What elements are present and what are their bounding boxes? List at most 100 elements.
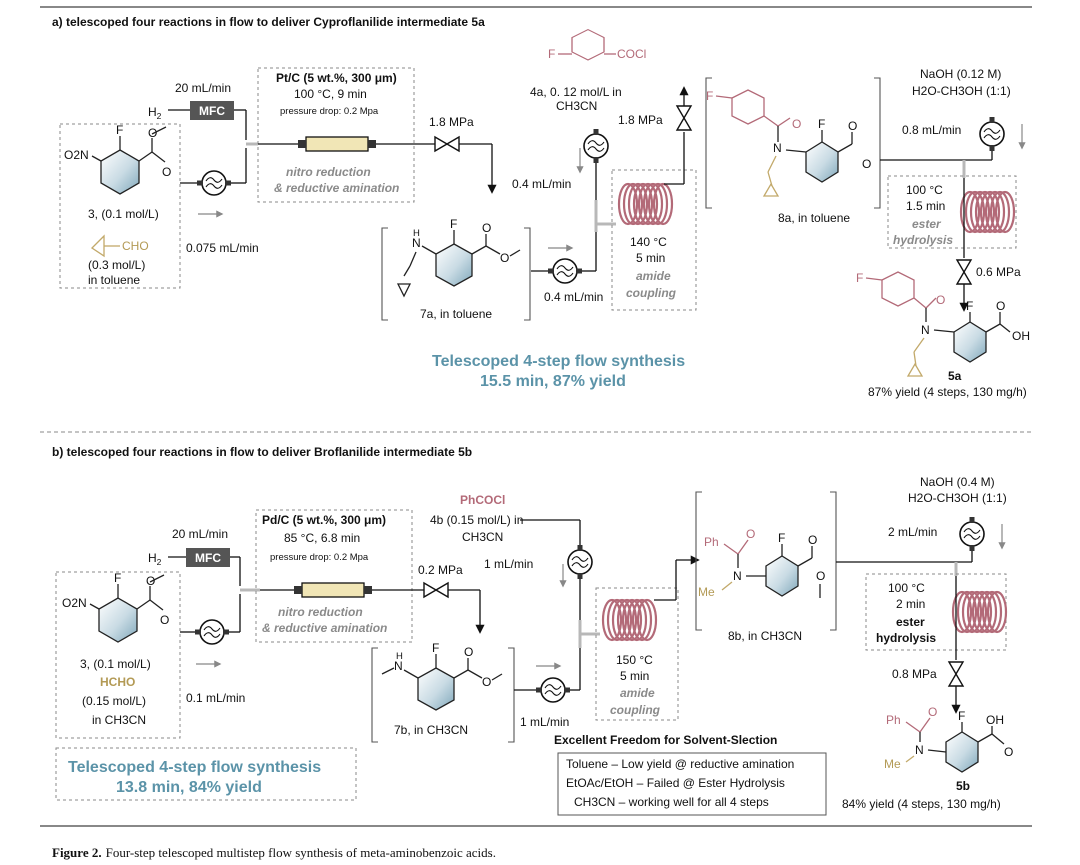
panel-a-aldehyde: CHO xyxy=(122,239,149,253)
pump-4b-flow: 2 mL/min xyxy=(888,525,937,539)
intermediate-7a: 7a, in toluene xyxy=(420,307,492,321)
atom-f: F xyxy=(432,641,439,655)
panel-b-sm-label: 3, (0.1 mol/L) xyxy=(80,657,151,671)
atom-no2: O2N xyxy=(64,148,89,162)
coil-temp: 140 °C xyxy=(630,235,667,249)
summary-a-line-1: Telescoped 4-step flow synthesis xyxy=(432,353,685,370)
summary-b-box xyxy=(55,747,357,801)
pump-2b[interactable] xyxy=(535,677,571,703)
hyd-label-1b: ester xyxy=(896,615,925,629)
product-5a-yield: 87% yield (4 steps, 130 mg/h) xyxy=(868,385,1027,399)
mfc-label: MFC xyxy=(195,551,221,565)
atom-n: N xyxy=(394,659,403,673)
pump-3-flow: 0.4 mL/min xyxy=(512,177,571,191)
packed-bed-reactor xyxy=(297,136,377,152)
atom-o: O xyxy=(862,157,871,171)
atom-ph: Ph xyxy=(886,713,901,727)
amide-coil-reactor xyxy=(617,182,674,226)
atom-o: O xyxy=(792,117,801,131)
atom-o: O xyxy=(500,251,509,265)
panel-b-aldehyde-conc: (0.15 mol/L) xyxy=(82,694,146,708)
naoh: NaOH (0.12 M) xyxy=(920,67,1001,81)
panel-a-sm-label: 3, (0.1 mol/L) xyxy=(88,207,159,221)
bpr-3-label: 0.6 MPa xyxy=(976,265,1021,279)
pump-3b[interactable] xyxy=(567,544,593,580)
atom-ph: Ph xyxy=(704,535,719,549)
atom-f: F xyxy=(548,47,555,61)
hydrolysis-coil-reactor xyxy=(959,190,1016,234)
atom-o: O xyxy=(848,119,857,133)
panel-b-aldehyde: HCHO xyxy=(100,675,135,689)
h2-flow: 20 mL/min xyxy=(175,81,231,95)
summary-a-line-2: 15.5 min, 87% yield xyxy=(480,373,626,390)
mfc-label: MFC xyxy=(199,104,225,118)
panel-b-title: b) telescoped four reactions in flow to … xyxy=(52,445,472,459)
catalyst: Pt/C (5 wt.%, 300 μm) xyxy=(276,71,397,85)
atom-f: F xyxy=(114,571,121,585)
atom-o: O xyxy=(808,533,817,547)
pump-4[interactable] xyxy=(979,116,1005,152)
intermediate-8b: 8b, in CH3CN xyxy=(728,629,802,643)
pump-3[interactable] xyxy=(583,128,609,164)
panel-a-aldehyde-conc: (0.3 mol/L) xyxy=(88,258,145,272)
atom-oh: OH xyxy=(986,713,1004,727)
bpr-3[interactable] xyxy=(956,259,972,285)
pump-2b-flow: 1 mL/min xyxy=(520,715,569,729)
cyclopropyl-aldehyde-icon xyxy=(90,234,120,258)
panel-b: b) telescoped four reactions in flow to … xyxy=(52,445,1013,816)
pump-4b[interactable] xyxy=(959,516,985,552)
atom-no2: O2N xyxy=(62,596,87,610)
bpr-1b-label: 0.2 MPa xyxy=(418,563,463,577)
conditions-b: 85 °C, 6.8 min xyxy=(284,531,360,545)
product-5b-yield: 84% yield (4 steps, 130 mg/h) xyxy=(842,797,1001,811)
atom-o: O xyxy=(482,675,491,689)
reagent-4a: F xyxy=(548,28,616,61)
pump-1[interactable] xyxy=(196,170,232,196)
hydrolysis-coil-reactor-b xyxy=(951,590,1008,634)
atom-f: F xyxy=(856,271,863,285)
pump-1b-flow: 0.1 mL/min xyxy=(186,691,245,705)
atom-n: N xyxy=(773,141,782,155)
pump-1b[interactable] xyxy=(194,619,230,645)
figure-caption: Figure 2.Four-step telescoped multistep … xyxy=(52,845,496,860)
reaction-1b: nitro reduction xyxy=(278,605,363,619)
coil-label-1: amide xyxy=(636,269,671,283)
amide-coil-box-b xyxy=(595,587,679,721)
atom-o: O xyxy=(160,613,169,627)
reagent-4a-solvent: CH3CN xyxy=(556,99,597,113)
mass-flow-controller-b[interactable] xyxy=(186,548,230,567)
atom-o: O xyxy=(928,705,937,719)
bpr-1b[interactable] xyxy=(423,582,449,598)
naoh-solvent-b: H2O-CH3OH (1:1) xyxy=(908,491,1007,505)
h2-flow-b: 20 mL/min xyxy=(172,527,228,541)
bpr-2[interactable] xyxy=(676,105,692,131)
pump-4-flow: 0.8 mL/min xyxy=(902,123,961,137)
bpr-1[interactable] xyxy=(434,136,460,152)
panel-a: a) telescoped four reactions in flow to … xyxy=(52,15,1030,399)
compound-8a: F O N F O O xyxy=(706,89,871,197)
pressure-drop-b: pressure drop: 0.2 Mpa xyxy=(270,552,369,563)
atom-oh: OH xyxy=(1012,329,1030,343)
atom-o: O xyxy=(996,299,1005,313)
atom-f: F xyxy=(818,117,825,131)
bpr-3b[interactable] xyxy=(948,661,964,687)
atom-n: N xyxy=(915,743,924,757)
atom-o: O xyxy=(1004,745,1013,759)
pump-1-flow: 0.075 mL/min xyxy=(186,241,259,255)
solvent-row-1: Toluene – Low yield @ reductive aminatio… xyxy=(566,757,794,771)
packed-bed-box-b xyxy=(255,509,413,643)
atom-f: F xyxy=(966,299,973,313)
atom-f: F xyxy=(450,217,457,231)
product-5b: 5b xyxy=(956,779,970,793)
hydrolysis-box xyxy=(887,175,1017,249)
pump-2[interactable] xyxy=(547,258,583,284)
h2-label: H2 xyxy=(148,105,162,121)
panel-a-compound-3: F O O O2N xyxy=(64,123,171,195)
solvent-row-3: CH3CN – working well for all 4 steps xyxy=(574,795,769,809)
conditions: 100 °C, 9 min xyxy=(294,87,367,101)
hyd-temp-b: 100 °C xyxy=(888,581,925,595)
mass-flow-controller[interactable] xyxy=(190,101,234,120)
compound-7a: N H F O O xyxy=(396,217,521,298)
panel-a-solvent: in toluene xyxy=(88,273,140,287)
